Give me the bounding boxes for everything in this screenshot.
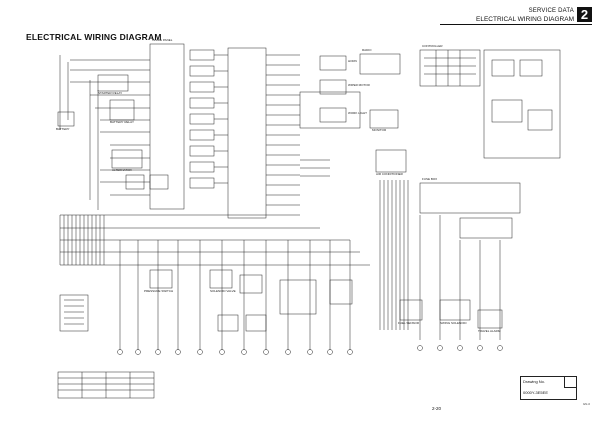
controller-frame: [419, 49, 481, 87]
solenoid-box-a: [209, 269, 233, 289]
relay-block: [299, 91, 361, 129]
right-vertical-bundle: [379, 180, 501, 340]
drawing-number-label: Drawing No.: [523, 379, 546, 384]
label-horn: HORN: [348, 59, 357, 63]
label-inside-panel: INSIDE PANEL: [152, 38, 173, 42]
label-monitor: MONITOR: [372, 128, 387, 132]
mid-relay-d: [245, 314, 267, 332]
inside-panel-frame: [149, 43, 185, 210]
main-harness-frame: [227, 47, 267, 219]
fuel-sensor-box: [399, 299, 423, 321]
label-wiper-motor: WIPER MOTOR: [348, 83, 370, 87]
air-conditioner-box: [375, 149, 407, 173]
label-battery: BATTERY: [56, 127, 70, 131]
harness-rows: [214, 54, 300, 206]
battery-box: [57, 111, 75, 127]
upper-center-components: [189, 49, 215, 189]
connector-table-frame: [459, 217, 513, 239]
alternator-box: [111, 149, 143, 169]
battery-relay-box: [109, 99, 135, 121]
left-relay-a: [125, 174, 145, 190]
vertical-harness-lines: [59, 214, 370, 266]
swing-solenoid-box: [439, 299, 471, 321]
label-travel-alarm: TRAVEL ALARM: [478, 329, 501, 333]
page-title: ELECTRICAL WIRING DIAGRAM: [26, 32, 162, 42]
label-swing-solenoid: SWING SOLENOID: [440, 321, 467, 325]
fuse-table-frame: [419, 182, 521, 214]
drawing-number-block: Drawing No. 0000Y-3E5EE: [520, 376, 577, 400]
label-work-light: WORK LIGHT: [348, 111, 368, 115]
switch-feeders: [119, 240, 351, 350]
label-alternator: ALTERNATOR: [112, 168, 132, 172]
header-rule: [440, 24, 592, 25]
label-solenoid-valve: SOLENOID VALVE: [210, 289, 236, 293]
center-module-b: [329, 279, 353, 305]
mid-relay-c: [217, 314, 239, 332]
right-module-frame: [483, 49, 561, 159]
header-section: SERVICE DATA: [528, 8, 574, 14]
label-fuel-sensor: FUEL SENSOR: [398, 321, 420, 325]
left-bus-lines: [59, 55, 150, 210]
work-light-box: [319, 107, 347, 123]
corner-code: GN-0: [582, 402, 590, 406]
wiper-box: [319, 79, 347, 95]
chapter-number-badge: 2: [577, 7, 592, 22]
label-radio: RADIO: [362, 48, 372, 52]
wire-color-table: [57, 371, 155, 399]
label-pressure-switch: PRESSURE SWITCH: [144, 289, 174, 293]
bottom-left-connector: [59, 294, 89, 332]
label-air-conditioner: AIR CONDITIONER: [376, 172, 403, 176]
right-bottom-switches: [417, 345, 503, 351]
header-title: ELECTRICAL WIRING DIAGRAM: [476, 16, 574, 23]
radio-box: [359, 53, 401, 75]
monitor-box: [369, 109, 399, 129]
starter-relay-box: [97, 74, 129, 92]
solenoid-box-b: [239, 274, 263, 294]
horn-box: [319, 55, 347, 71]
center-module: [279, 279, 317, 315]
label-starter-relay: STARTER RELAY: [98, 91, 123, 95]
page-number: 2-20: [432, 406, 442, 411]
travel-alarm-box: [477, 309, 503, 329]
label-controller: CONTROLLER: [422, 44, 443, 48]
drawing-symbol-box: [564, 377, 576, 388]
left-relay-b: [149, 174, 169, 190]
bottom-switches: [117, 349, 353, 355]
pressure-switch-box: [149, 269, 173, 289]
label-battery-relay: BATTERY RELAY: [110, 120, 134, 124]
drawing-number-value: 0000Y-3E5EE: [523, 390, 548, 395]
label-fuse-box: FUSE BOX: [422, 177, 438, 181]
